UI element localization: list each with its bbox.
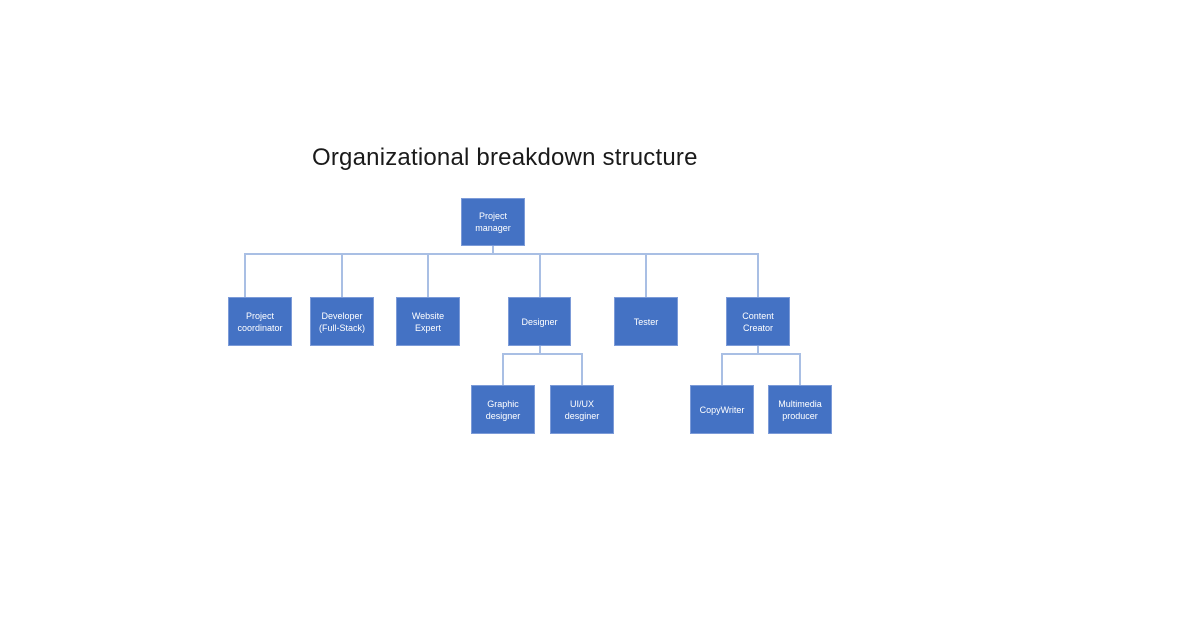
org-node-website-expert[interactable]: Website Expert [396, 297, 460, 346]
connector-line [757, 346, 759, 354]
node-label: Website Expert [411, 310, 445, 333]
org-node-content-creator[interactable]: Content Creator [726, 297, 790, 346]
org-node-project-coordinator[interactable]: Project coordinator [228, 297, 292, 346]
connector-line [721, 353, 801, 355]
org-node-project-manager[interactable]: Project manager [461, 198, 525, 246]
org-node-uiux-designer[interactable]: UI/UX desginer [550, 385, 614, 434]
node-label: Developer (Full-Stack) [318, 310, 365, 333]
org-node-developer-full-stack[interactable]: Developer (Full-Stack) [310, 297, 374, 346]
org-node-designer[interactable]: Designer [508, 297, 571, 346]
chart-title: Organizational breakdown structure [312, 144, 698, 171]
node-label: UI/UX desginer [564, 398, 600, 421]
connector-line [721, 353, 723, 385]
org-node-multimedia-producer[interactable]: Multimedia producer [768, 385, 832, 434]
connector-line [427, 253, 429, 297]
node-label: Tester [633, 316, 659, 327]
node-label: Graphic designer [485, 398, 521, 421]
connector-line [502, 353, 582, 355]
connector-line [539, 346, 541, 354]
connector-line [341, 253, 343, 297]
connector-line [539, 253, 541, 297]
node-label: Multimedia producer [778, 398, 822, 421]
connector-line [645, 253, 647, 297]
connector-line [757, 253, 759, 297]
org-node-copywriter[interactable]: CopyWriter [690, 385, 754, 434]
org-node-tester[interactable]: Tester [614, 297, 678, 346]
org-node-graphic-designer[interactable]: Graphic designer [471, 385, 535, 434]
node-label: Designer [521, 316, 558, 327]
connector-line [492, 246, 494, 254]
connector-line [244, 253, 246, 297]
node-label: Project coordinator [237, 310, 283, 333]
node-label: Content Creator [742, 310, 774, 333]
connector-line [799, 353, 801, 385]
node-label: CopyWriter [699, 404, 745, 415]
connector-line [581, 353, 583, 385]
node-label: Project manager [475, 211, 511, 233]
connector-line [244, 253, 758, 255]
connector-line [502, 353, 504, 385]
